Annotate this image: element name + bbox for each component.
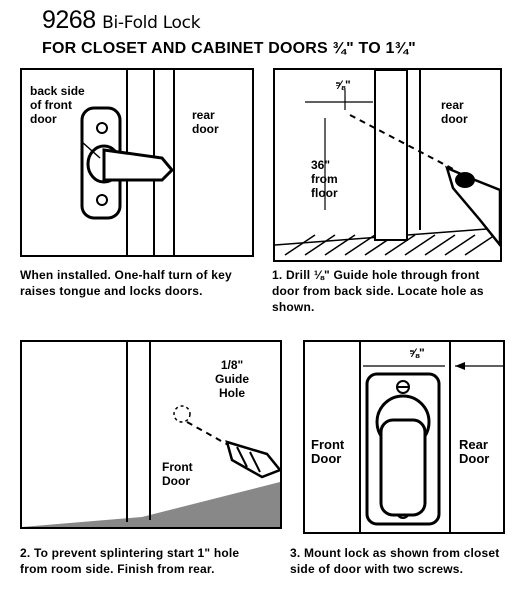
panel-step-2: 1/8" Guide Hole Front Door	[20, 340, 282, 529]
panel-step-1: ⅝" rear door 36" from floor	[273, 68, 502, 262]
caption-step-1: 1. Drill ⅛" Guide hole through front doo…	[272, 268, 484, 314]
panel-step-3: ⅝" Front Door Rear Door	[303, 340, 505, 534]
page-title: 9268 Bi-Fold Lock	[42, 6, 201, 35]
label-five-eighths: ⅝"	[409, 346, 425, 360]
caption-installed: When installed. One-half turn of key rai…	[20, 268, 232, 298]
model-number: 9268	[42, 6, 96, 34]
illustration-installed-lock	[80, 70, 175, 255]
label-front-door: Front Door	[162, 460, 193, 488]
illustration-drill-guide-hole	[275, 70, 500, 256]
panel-installed: back side of front door rear door	[20, 68, 254, 257]
label-back-side-front-door: back side of front door	[30, 84, 85, 126]
illustration-mounted-lock	[359, 342, 503, 532]
page-subtitle: FOR CLOSET AND CABINET DOORS ¾" TO 1¾"	[42, 40, 416, 57]
illustration-drill-from-room-side	[22, 342, 280, 527]
label-rear-door: rear door	[192, 108, 219, 136]
label-front-door: Front Door	[311, 437, 345, 466]
label-guide-hole: 1/8" Guide Hole	[214, 358, 249, 400]
label-five-eighths: ⅝"	[335, 78, 351, 92]
caption-step-2: 2. To prevent splintering start 1" hole …	[20, 546, 240, 576]
caption-step-3: 3. Mount lock as shown from closet side …	[290, 546, 500, 576]
label-rear-door: rear door	[441, 98, 468, 126]
label-rear-door: Rear Door	[459, 437, 490, 466]
product-name: Bi-Fold Lock	[102, 13, 201, 33]
label-height-from-floor: 36" from floor	[311, 158, 338, 200]
